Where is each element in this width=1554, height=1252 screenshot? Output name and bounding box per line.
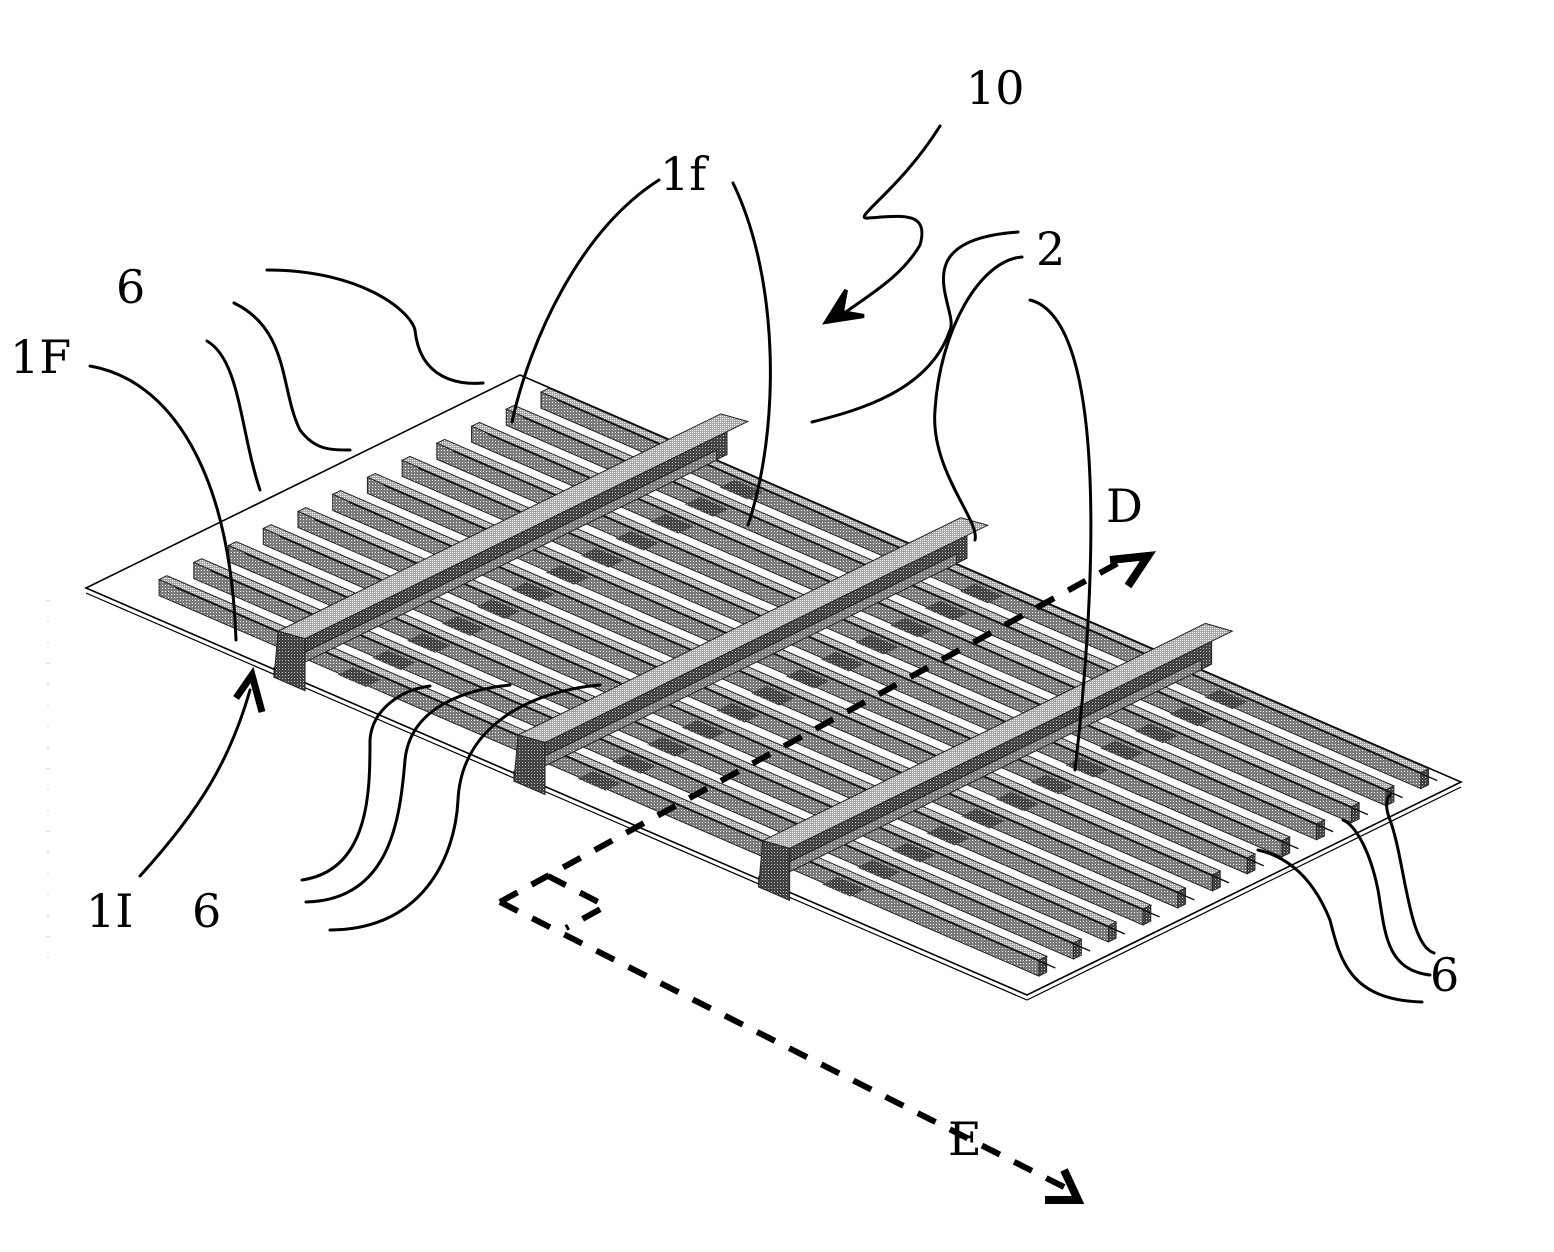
beam-saddle <box>1169 706 1213 727</box>
label-6-top: 6 <box>116 260 145 314</box>
beam-bottom-flange <box>513 553 958 782</box>
leader-6-top-b <box>232 301 352 452</box>
label-1I: 1I <box>86 884 133 938</box>
leader-6-bottom-b <box>304 683 512 904</box>
label-6-bottom: 6 <box>192 884 221 938</box>
leader-1f-b <box>731 181 772 527</box>
rib-end <box>1246 853 1256 875</box>
beam-2 <box>513 517 1003 796</box>
axis-E <box>498 899 1085 1204</box>
beam-bottom-flange <box>273 449 718 679</box>
rib-end <box>1420 768 1430 790</box>
beam-saddle <box>407 633 451 653</box>
beam-saddle <box>580 548 625 568</box>
leader-6-right-b <box>1341 818 1432 977</box>
label-10: 10 <box>966 61 1025 115</box>
beam-end-cap <box>513 734 546 796</box>
leader-2-c <box>1028 298 1093 772</box>
beam-saddle <box>684 496 729 517</box>
beam-saddle <box>785 668 830 689</box>
leader-2-b <box>933 255 1024 542</box>
beam-saddle <box>961 808 1005 829</box>
beam-1 <box>273 413 763 692</box>
beam-saddle <box>476 599 520 619</box>
leader-10 <box>836 124 942 320</box>
label-1f: 1f <box>660 147 709 201</box>
beam-saddle <box>1134 723 1179 744</box>
label-1F: 1F <box>10 330 71 384</box>
rib-end <box>1351 802 1360 824</box>
rib-end <box>1212 870 1221 892</box>
rib-end <box>1107 921 1117 943</box>
beam-saddle <box>1204 689 1248 710</box>
rib-end <box>1142 904 1152 926</box>
leader-6-top-a <box>265 268 485 385</box>
axis-D <box>498 551 1157 905</box>
beam-saddle <box>716 702 760 723</box>
beam-saddle <box>646 737 691 757</box>
axis-corner-mark <box>546 873 613 931</box>
leader-1F <box>88 364 238 642</box>
rib-end <box>1177 887 1187 909</box>
deck-plate-edge <box>85 592 1462 1001</box>
beam-saddle <box>612 754 656 774</box>
axis-E-arrowhead-icon <box>1045 1168 1085 1204</box>
beam-saddle <box>441 616 486 636</box>
beam-end-cap <box>273 630 306 692</box>
beam-saddle <box>681 719 726 740</box>
beam-saddle <box>891 842 936 863</box>
rib-end <box>1281 836 1291 858</box>
leader-6-top-c <box>205 339 262 492</box>
beam-saddle <box>926 825 970 846</box>
beam-saddle <box>855 634 899 655</box>
rib-end <box>1073 938 1082 960</box>
beam-bottom-flange <box>758 658 1202 888</box>
beam-end-cap <box>758 840 791 902</box>
beam-saddle <box>820 651 865 672</box>
arrow-1I-icon <box>233 666 266 713</box>
label-2: 2 <box>1036 222 1065 276</box>
leader-2-a <box>810 230 1020 424</box>
beam-saddle <box>1030 774 1074 795</box>
label-E: E <box>948 1112 982 1166</box>
beam-saddle <box>650 513 694 534</box>
leader-lines <box>88 124 1436 1004</box>
leader-1f-a <box>510 178 661 424</box>
beam-saddle <box>822 876 866 897</box>
beam-saddle <box>995 791 1040 812</box>
rib-end <box>1038 955 1048 977</box>
beam-saddle <box>890 617 934 638</box>
beam-saddle <box>856 859 901 880</box>
beam-saddle <box>545 565 590 585</box>
leader-6-bottom-a <box>300 684 432 882</box>
beam-saddle <box>615 531 659 551</box>
beam-saddle <box>924 600 969 621</box>
beam-saddle <box>719 479 763 500</box>
beam-saddle <box>337 667 382 687</box>
leader-6-bottom-c <box>328 683 602 932</box>
beam-saddle <box>577 771 621 791</box>
beam-saddle <box>1099 740 1144 761</box>
leader-6-right-a <box>1256 848 1424 1004</box>
beams-group <box>273 413 1248 902</box>
label-6-right: 6 <box>1430 948 1459 1002</box>
leader-6-right-c <box>1385 793 1436 955</box>
leader-1I <box>138 688 252 878</box>
beam-saddle <box>959 583 1003 604</box>
axis-D-dashed-line <box>498 559 1122 905</box>
axis-D-arrowhead-icon <box>1109 551 1157 589</box>
beam-saddle <box>511 582 555 602</box>
rib-end <box>1316 819 1325 841</box>
beam-3 <box>758 622 1248 902</box>
label-D: D <box>1106 479 1143 533</box>
beam-saddle <box>372 650 416 670</box>
beam-saddle <box>751 685 795 706</box>
arrow-10-icon <box>821 288 865 325</box>
